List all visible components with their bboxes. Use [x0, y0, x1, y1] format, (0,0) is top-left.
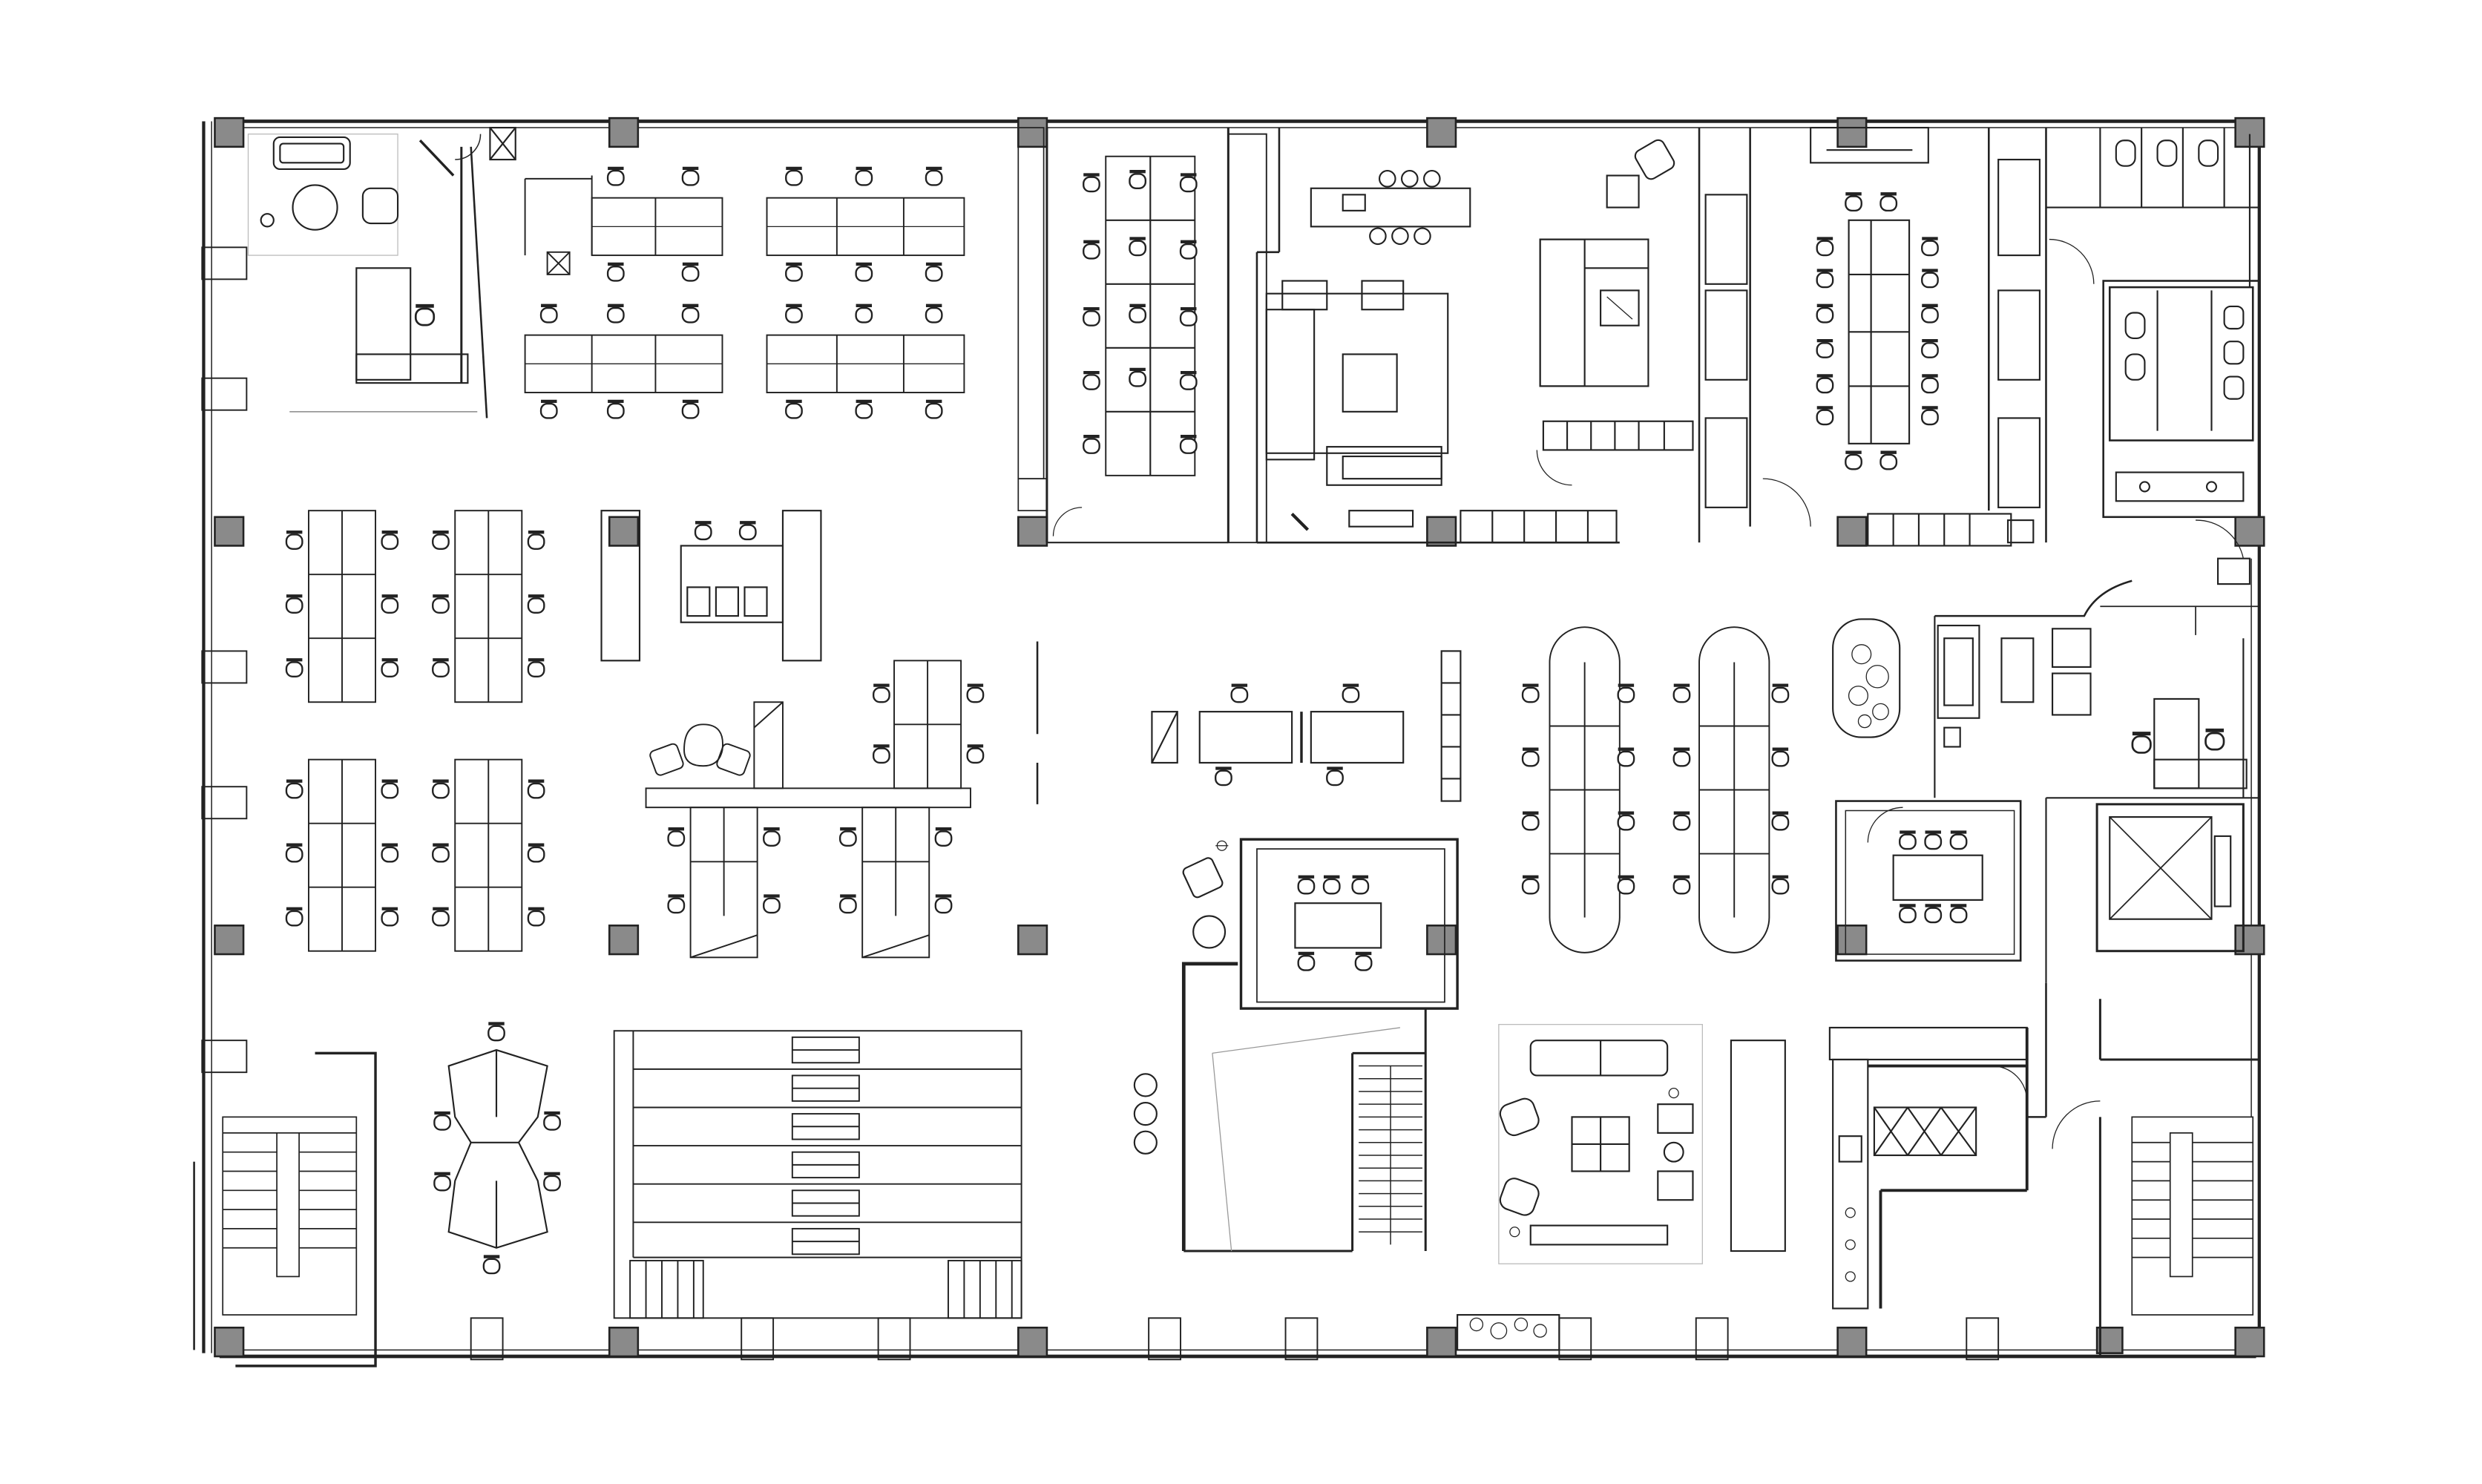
structural-column-icon — [1017, 1326, 1048, 1358]
atrium-opening — [1133, 962, 1427, 1252]
toilet-icon — [2223, 375, 2245, 400]
toilet-icon — [2115, 139, 2136, 167]
planter-icon — [1832, 618, 1901, 738]
structural-column-icon — [608, 1326, 640, 1358]
structural-column-icon — [214, 1326, 245, 1358]
structural-column-icon — [1836, 1326, 1868, 1358]
structural-column-icon — [2234, 1326, 2265, 1358]
workstation-chairs — [541, 168, 942, 418]
structural-column-icon — [608, 516, 640, 547]
staircase-icon — [2052, 1100, 2254, 1356]
team-room-north — [1017, 127, 1229, 544]
tiered-seating — [613, 1030, 1022, 1319]
focus-booth — [600, 510, 822, 662]
boardroom — [1698, 126, 2047, 547]
interior-partitions — [2026, 134, 2251, 1118]
hot-desks — [1151, 650, 1462, 802]
structural-column-icon — [608, 925, 640, 956]
structural-column-icon — [1426, 1326, 1457, 1358]
structural-column-icon — [2234, 516, 2265, 547]
wall-pilasters — [201, 246, 2000, 1361]
benching-west-chairs — [286, 532, 544, 925]
toilet-icon — [2223, 305, 2245, 330]
exterior-wall — [202, 119, 2261, 1359]
structural-column-icon — [2234, 925, 2265, 956]
elevator-icon — [2045, 797, 2259, 1061]
executive-office — [247, 126, 516, 418]
toilet-icon — [2124, 353, 2146, 381]
structural-column-icon — [214, 516, 245, 547]
toilet-icon — [2198, 139, 2219, 167]
structural-column-icon — [1017, 925, 1048, 956]
sofa-icon — [272, 136, 351, 171]
sofa-icon — [1937, 624, 1980, 719]
staircase-icon — [1359, 1065, 1422, 1245]
structural-column-icon — [214, 116, 245, 148]
structural-column-icon — [608, 116, 640, 148]
structural-column-icon — [1836, 516, 1868, 547]
workstation-cluster — [524, 175, 965, 393]
structural-column-icon — [1426, 516, 1457, 547]
structural-column-icon — [1836, 116, 1868, 148]
service-kitchen — [1828, 1026, 2029, 1310]
lounge-south — [1498, 1023, 1786, 1264]
structural-column-icon — [1017, 516, 1048, 547]
desk-cluster-center — [645, 641, 1039, 959]
structural-columns — [214, 116, 2265, 1358]
meeting-room-center — [1182, 838, 1459, 1010]
benching-west — [308, 510, 523, 952]
structural-column-icon — [1426, 116, 1457, 148]
structural-column-icon — [1017, 116, 1048, 148]
structural-column-icon — [214, 925, 245, 956]
toilet-icon — [2124, 312, 2146, 339]
structural-column-icon — [1426, 925, 1457, 956]
pill-benches — [1549, 626, 1770, 953]
sofa-icon — [1529, 1040, 1669, 1077]
lounge-north — [1227, 128, 1694, 544]
toilet-icon — [2223, 341, 2245, 365]
desk-cluster-center-chairs — [669, 686, 984, 913]
pinwheel-workstation — [434, 1024, 559, 1274]
structural-column-icon — [1836, 925, 1868, 956]
toilet-icon — [2156, 139, 2178, 167]
staircase-icon — [193, 1051, 377, 1368]
reception — [1934, 580, 2259, 798]
restrooms — [2046, 128, 2261, 585]
meeting-room-east — [1835, 800, 2022, 962]
planter-icon — [1457, 1313, 1560, 1351]
